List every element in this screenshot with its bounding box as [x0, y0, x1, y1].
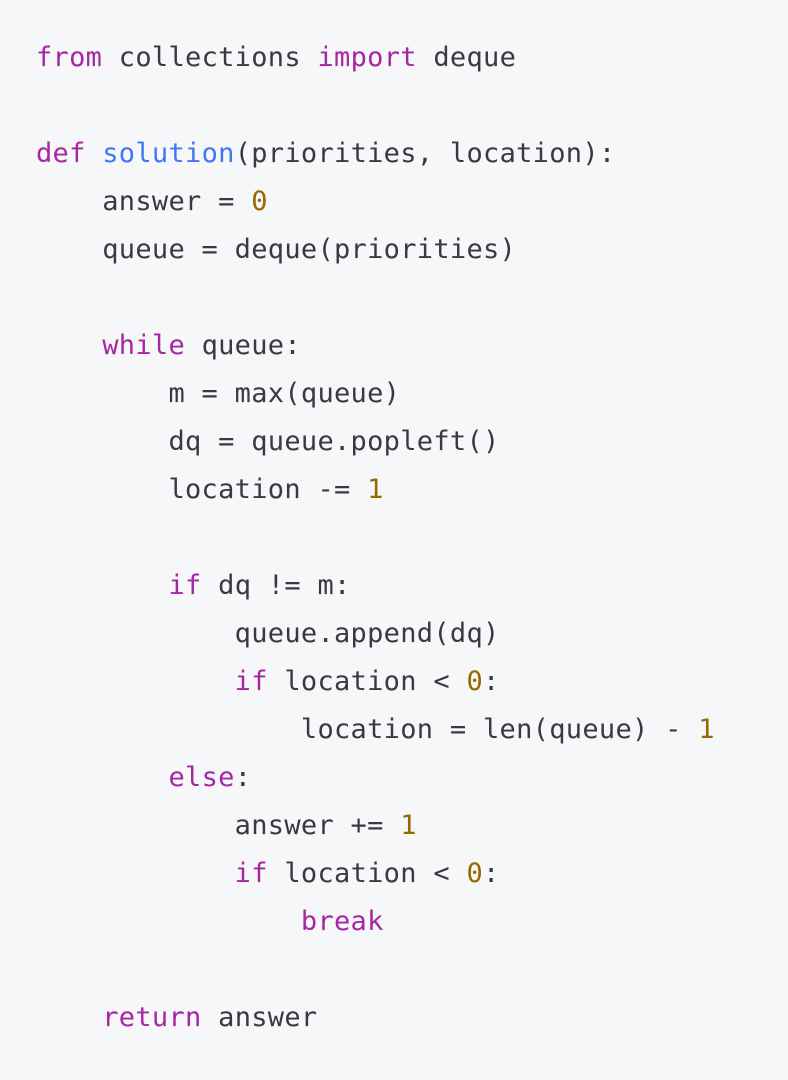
- code-token-keyword: else: [168, 762, 235, 793]
- code-line: break: [36, 898, 788, 946]
- code-token-keyword: def: [36, 138, 86, 169]
- code-line: while queue:: [36, 322, 788, 370]
- code-token-plain: [36, 330, 102, 361]
- code-token-plain: dq != m:: [201, 570, 351, 601]
- code-line: dq = queue.popleft(): [36, 418, 788, 466]
- code-token-plain: [36, 1002, 102, 1033]
- code-token-plain: queue = deque(priorities): [36, 234, 517, 265]
- code-line: answer += 1: [36, 802, 788, 850]
- code-token-plain: [36, 858, 235, 889]
- code-token-plain: answer: [201, 1002, 318, 1033]
- code-line: answer = 0: [36, 178, 788, 226]
- code-token-plain: queue.append(dq): [36, 618, 500, 649]
- code-line: queue.append(dq): [36, 610, 788, 658]
- code-token-plain: :: [234, 762, 252, 793]
- code-line: if location < 0:: [36, 658, 788, 706]
- code-token-plain: location -=: [36, 474, 368, 505]
- code-token-plain: [36, 666, 235, 697]
- code-line: [36, 946, 788, 994]
- code-token-plain: location <: [267, 666, 467, 697]
- code-token-plain: location = len(queue) -: [36, 714, 699, 745]
- code-line: def solution(priorities, location):: [36, 130, 788, 178]
- code-token-number: 1: [367, 474, 384, 505]
- code-token-number: 1: [698, 714, 715, 745]
- code-token-number: 0: [466, 666, 484, 697]
- code-line: if dq != m:: [36, 562, 788, 610]
- code-token-keyword: if: [234, 666, 268, 697]
- code-token-plain: dq = queue.popleft(): [36, 426, 500, 457]
- code-token-keyword: if: [168, 570, 202, 601]
- code-token-keyword: import: [317, 42, 417, 73]
- code-token-plain: m = max(queue): [36, 378, 401, 409]
- code-token-keyword: break: [300, 906, 384, 937]
- code-token-function: solution: [102, 138, 235, 169]
- code-line: m = max(queue): [36, 370, 788, 418]
- code-token-keyword: from: [36, 42, 103, 73]
- code-token-plain: collections: [102, 42, 318, 73]
- code-line: [36, 274, 788, 322]
- code-line: from collections import deque: [36, 34, 788, 82]
- code-token-plain: :: [483, 666, 500, 697]
- code-token-number: 0: [466, 858, 484, 889]
- code-line: queue = deque(priorities): [36, 226, 788, 274]
- code-token-plain: queue:: [185, 330, 301, 361]
- code-token-plain: (priorities, location):: [234, 138, 616, 169]
- code-line: else:: [36, 754, 788, 802]
- code-line: return answer: [36, 994, 788, 1042]
- code-token-plain: answer =: [36, 186, 252, 217]
- code-token-number: 1: [400, 810, 417, 841]
- code-line: [36, 82, 788, 130]
- code-token-keyword: return: [102, 1002, 202, 1033]
- code-line: [36, 514, 788, 562]
- code-line: location -= 1: [36, 466, 788, 514]
- code-token-number: 0: [251, 186, 268, 217]
- code-token-plain: answer +=: [36, 810, 401, 841]
- code-token-plain: deque: [416, 42, 517, 73]
- code-token-plain: [36, 906, 301, 937]
- code-token-plain: [36, 762, 168, 793]
- code-token-plain: :: [483, 858, 500, 889]
- code-line: location = len(queue) - 1: [36, 706, 788, 754]
- code-token-plain: location <: [267, 858, 467, 889]
- code-line: if location < 0:: [36, 850, 788, 898]
- code-token-plain: [86, 138, 103, 169]
- code-token-keyword: if: [234, 858, 268, 889]
- code-token-keyword: while: [102, 330, 186, 361]
- code-token-plain: [36, 570, 168, 601]
